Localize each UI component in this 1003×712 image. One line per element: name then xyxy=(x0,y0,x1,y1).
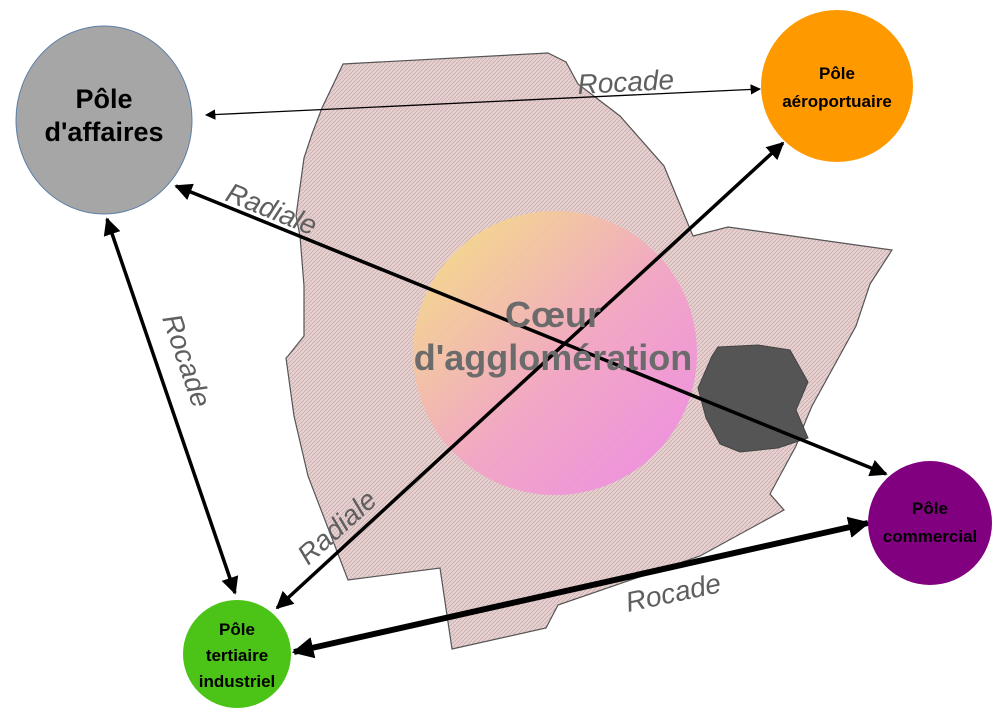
core-label-line2: d'agglomération xyxy=(414,337,693,378)
pole-tertiaire-industriel: Pôle tertiaire industriel xyxy=(183,600,291,708)
pole-commercial-line2: commercial xyxy=(883,527,978,546)
pole-aeroportuaire: Pôle aéroportuaire xyxy=(761,10,913,162)
pole-affaires-line1: Pôle xyxy=(75,84,132,114)
pole-commercial: Pôle commercial xyxy=(868,461,992,585)
rocade-bottom-arrow xyxy=(291,516,871,659)
pole-tertiaire-line1: Pôle xyxy=(219,620,255,639)
pole-commercial-line1: Pôle xyxy=(912,499,948,518)
pole-aeroportuaire-line1: Pôle xyxy=(819,64,855,83)
pole-aeroportuaire-line2: aéroportuaire xyxy=(782,92,892,111)
rocade-left-label: Rocade xyxy=(156,310,217,411)
core-label-line1: Cœur xyxy=(505,294,601,335)
pole-affaires-line2: d'affaires xyxy=(45,117,164,147)
pole-commercial-circle xyxy=(868,461,992,585)
pole-aeroportuaire-circle xyxy=(761,10,913,162)
pole-tertiaire-line2: tertiaire xyxy=(206,646,268,665)
rocade-left-arrow xyxy=(103,217,239,595)
pole-tertiaire-circle xyxy=(183,600,291,708)
rocade-top-arrow xyxy=(204,84,762,120)
pole-affaires: Pôle d'affaires xyxy=(15,25,193,215)
pole-affaires-circle xyxy=(15,25,193,215)
pole-tertiaire-line3: industriel xyxy=(199,672,276,691)
rocade-top-label: Rocade xyxy=(577,64,675,100)
